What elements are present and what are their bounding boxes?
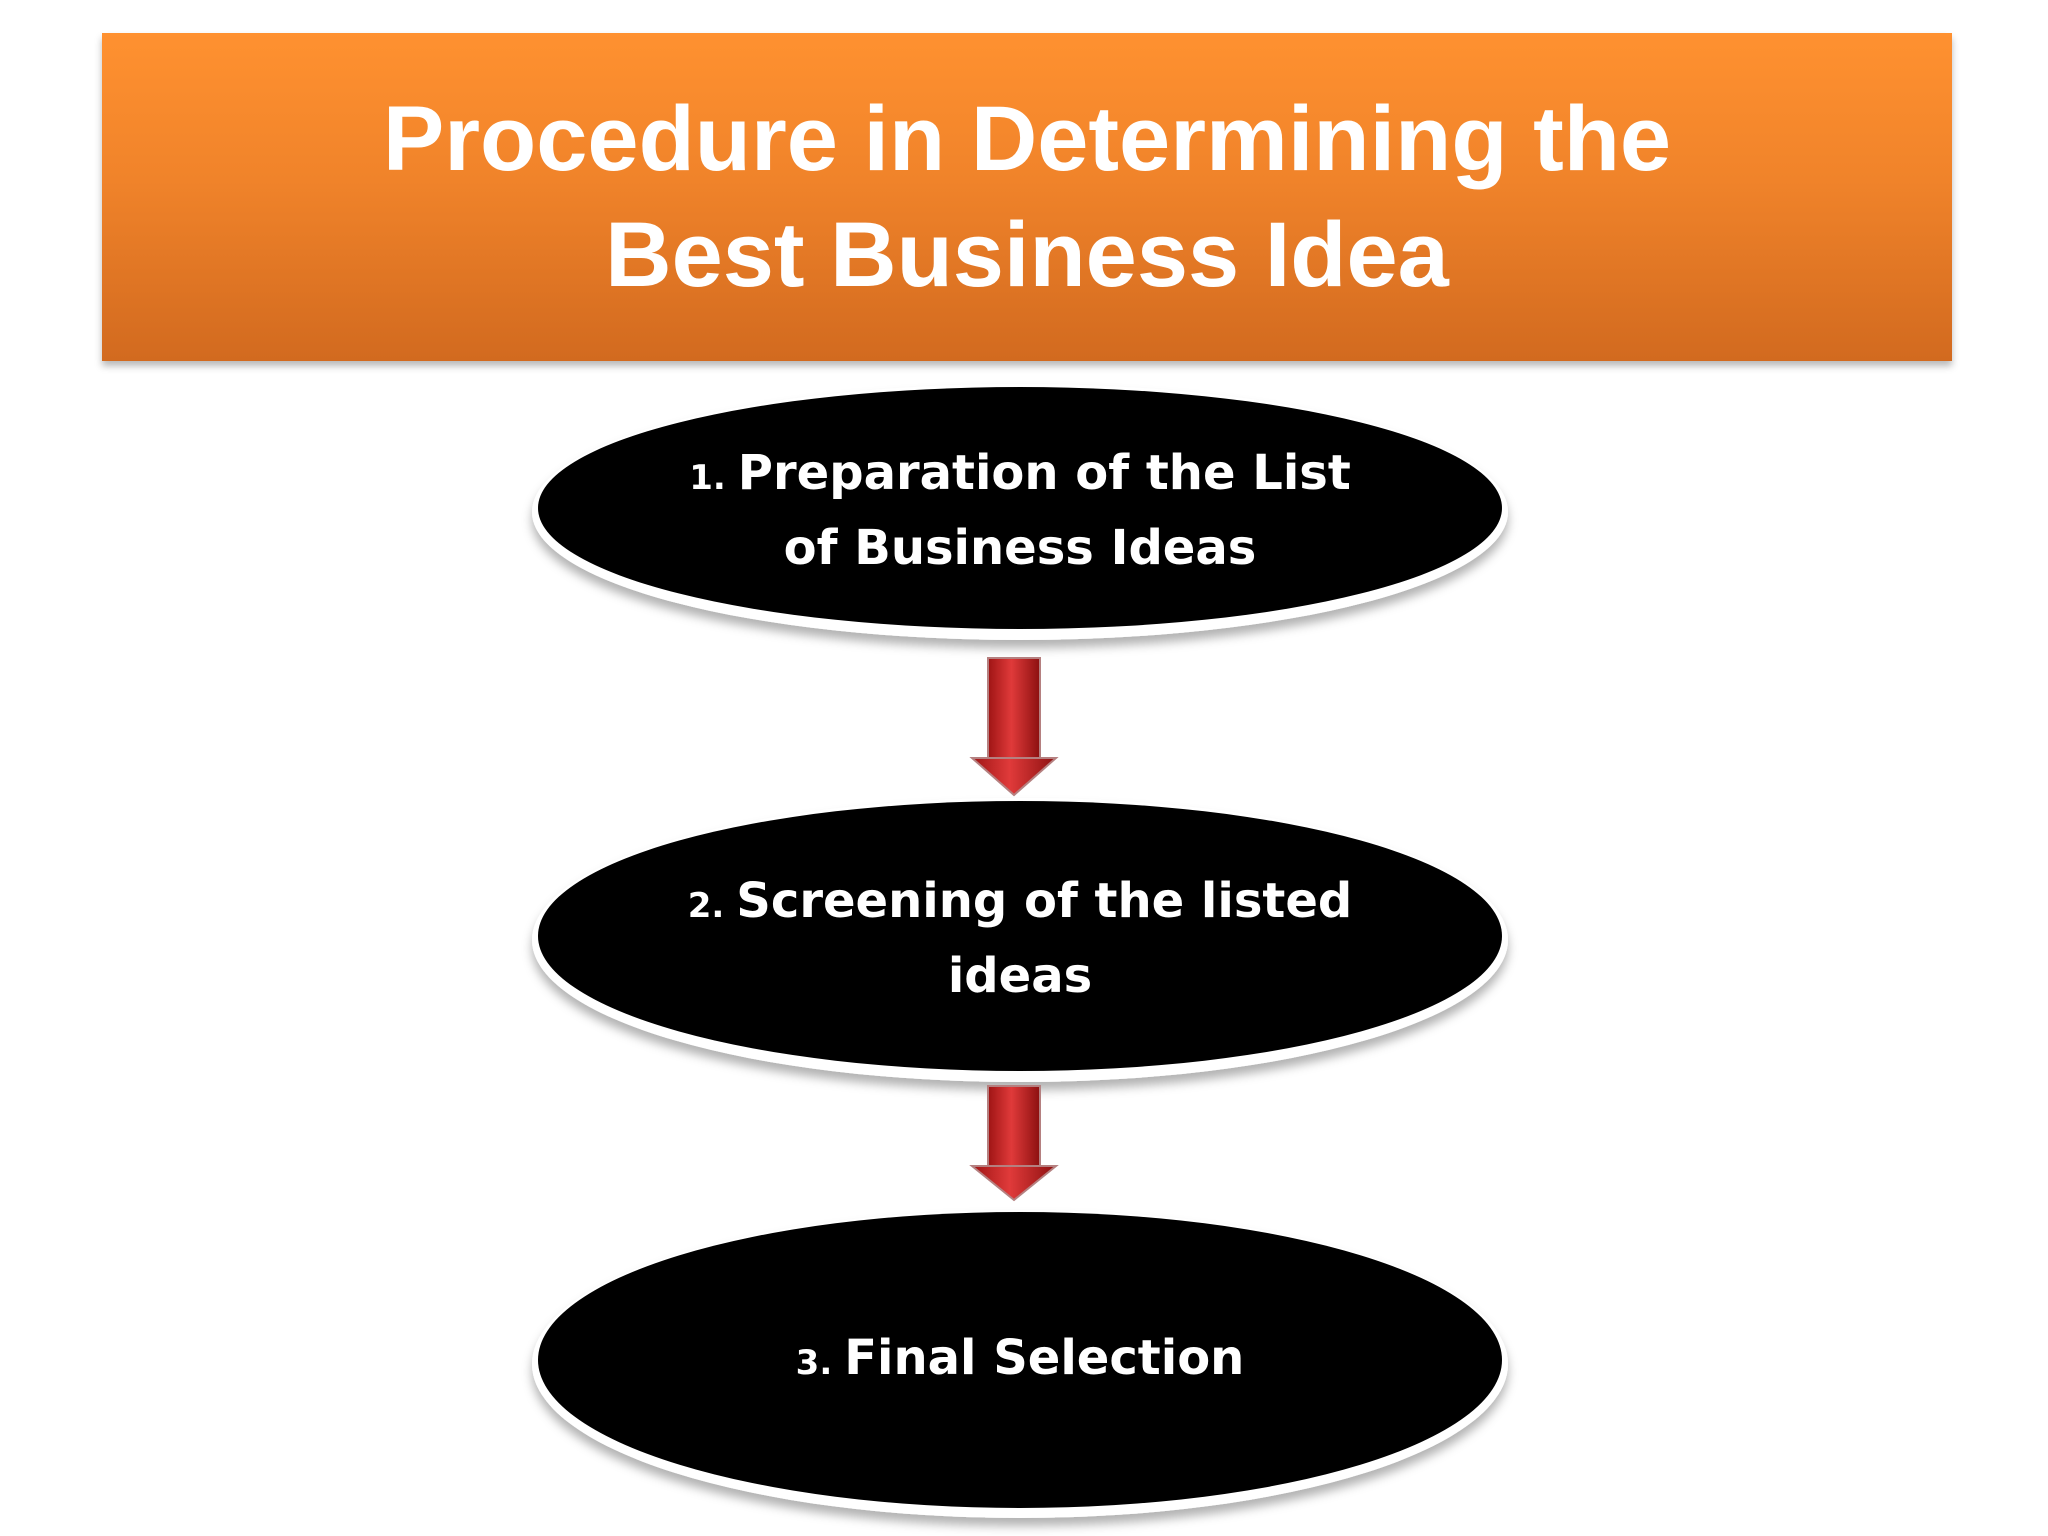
step-2-label-line-1: Screening of the listed: [736, 872, 1353, 929]
step-3-text: 3. Final Selection: [620, 1320, 1420, 1400]
step-1-ellipse: [538, 387, 1502, 629]
arrow-2-head: [969, 1165, 1059, 1202]
title-banner: Procedure in Determining the Best Busine…: [102, 33, 1952, 361]
step-3-shape: [532, 1210, 1508, 1518]
step-3-ellipse: [538, 1212, 1502, 1508]
step-2-ellipse: [538, 801, 1502, 1071]
title-line-2: Best Business Idea: [605, 204, 1449, 306]
arrow-2: [969, 1085, 1059, 1202]
step-2-shape: [532, 798, 1508, 1082]
step-3-number: 3.: [795, 1342, 833, 1383]
step-2-label-line-2: ideas: [947, 947, 1093, 1004]
step-3-line-1: 3. Final Selection: [796, 1323, 1245, 1398]
step-2-text: 2. Screening of the listed ideas: [620, 868, 1420, 1008]
arrow-2-shaft: [987, 1085, 1041, 1169]
step-2-line-1: 2. Screening of the listed: [688, 866, 1353, 941]
step-2-number: 2.: [687, 885, 725, 926]
step-1-shape: [532, 384, 1508, 640]
step-1-line-1: 1. Preparation of the List: [689, 438, 1351, 513]
arrow-1: [969, 657, 1059, 797]
step-3-label-line-1: Final Selection: [844, 1329, 1245, 1386]
step-1-label-line-1: Preparation of the List: [737, 444, 1351, 501]
arrow-1-head: [969, 757, 1059, 797]
step-1-text: 1. Preparation of the List of Business Id…: [620, 440, 1420, 580]
step-1-label-line-2: of Business Ideas: [783, 519, 1257, 576]
step-1-number: 1.: [689, 457, 726, 498]
arrow-1-shaft: [987, 657, 1041, 761]
title-line-1: Procedure in Determining the: [382, 88, 1672, 190]
page-title: Procedure in Determining the Best Busine…: [277, 81, 1777, 313]
